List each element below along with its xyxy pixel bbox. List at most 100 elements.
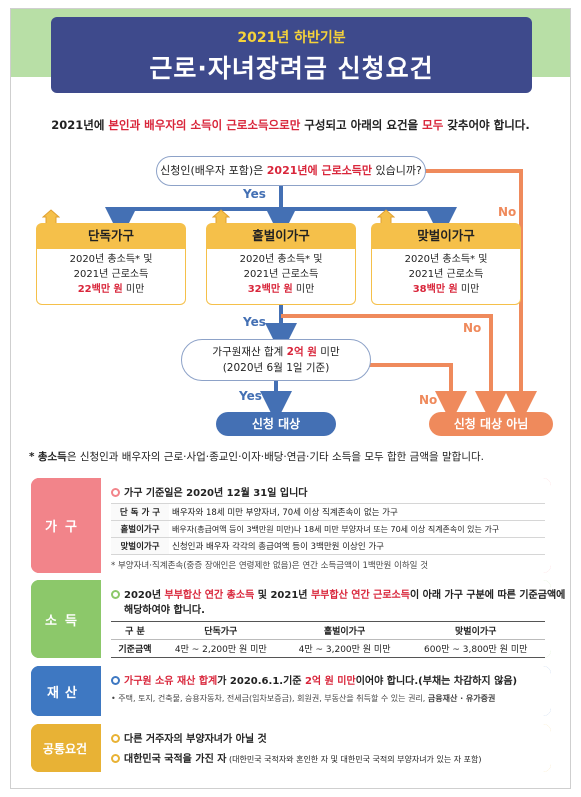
criteria-line: 2021년 근로소득 <box>73 269 149 280</box>
section-tag: 소득 <box>31 580 99 658</box>
household-base-date: 가구 기준일은 2020년 12월 31일 입니다 <box>124 488 308 499</box>
banner-title: 근로·자녀장려금 신청요건 <box>149 54 434 83</box>
common-requirements-section: 공통요건 다른 거주자의 부양자녀가 아닐 것 대한민국 국적을 가진 자 (대… <box>31 724 551 772</box>
bullet-icon <box>111 590 120 599</box>
row-key: 맞벌이가구 <box>111 537 169 555</box>
section-tag: 재산 <box>31 666 99 716</box>
flowchart-arrows <box>105 169 537 423</box>
bullet-icon <box>111 734 120 743</box>
criteria-amount: 38백만 원 <box>412 284 458 295</box>
banner-subtitle: 2021년 하반기분 <box>237 30 346 46</box>
section-content: 다른 거주자의 부양자녀가 아닐 것 대한민국 국적을 가진 자 (대한민국 국… <box>101 724 551 772</box>
household-box-single: 단독가구 2020년 총소득* 및 2021년 근로소득 22백만 원 미만 <box>36 209 186 305</box>
asset-part: 가구원재산 합계 <box>212 346 287 358</box>
footnote-star: * <box>29 451 35 463</box>
row-key: 홑벌이가구 <box>111 520 169 538</box>
result-not-eligible: 신청 대상 아님 <box>429 412 553 436</box>
question-part: 있습니까? <box>372 164 422 177</box>
table-row: 기준금액 4만 ~ 2,200만 원 미만 4만 ~ 3,200만 원 미만 6… <box>111 639 545 658</box>
income-text: 2020년 <box>124 590 165 601</box>
common-requirement-note: (대한민국 국적자와 혼인한 자 및 대한민국 국적의 부양자녀가 있는 자 포… <box>226 755 482 764</box>
asset-details-bold: 금융재산 · 유가증권 <box>427 694 496 703</box>
household-criteria: 2020년 총소득* 및 2021년 근로소득 38백만 원 미만 <box>371 249 521 305</box>
criteria-line: 2021년 근로소득 <box>243 269 319 280</box>
intro-part: 갖추어야 합니다. <box>443 118 530 132</box>
asset-text: 이어야 합니다.(부채는 차감하지 않음) <box>355 676 518 687</box>
question-part: 신청인(배우자 포함)은 <box>160 164 267 177</box>
total-income-footnote: * 총소득은 신청인과 배우자의 근로·사업·종교인·이자·배당·연금·기타 소… <box>29 449 484 464</box>
threshold-value: 4만 ~ 3,200만 원 미만 <box>282 639 407 658</box>
asset-part: 미만 <box>316 346 340 358</box>
criteria-line: 2020년 총소득* 및 <box>404 254 488 265</box>
asset-highlight: 2억 원 미만 <box>304 676 356 687</box>
asset-details: • 주택, 토지, 건축물, 승용자동차, 전세금(임차보증금), 회원권, 부… <box>111 694 428 703</box>
common-requirement: 대한민국 국적을 가진 자 <box>124 754 227 765</box>
criteria-amount: 22백만 원 <box>77 284 123 295</box>
section-tag: 가구 <box>31 478 99 573</box>
income-threshold-table: 구 분 단독가구 홑벌이가구 맞벌이가구 기준금액 4만 ~ 2,200만 원 … <box>111 621 545 658</box>
no-label: No <box>498 205 517 219</box>
criteria-suffix: 미만 <box>122 284 145 295</box>
household-note: * 부양자녀·직계존속(중증 장애인은 연령제한 없음)은 연간 소득금액이 1… <box>111 561 429 571</box>
yes-label: Yes <box>239 389 262 403</box>
section-content: 2020년 부부합산 연간 총소득 및 2021년 부부합산 연간 근로소득이 … <box>101 580 565 658</box>
intro-text: 2021년에 본인과 배우자의 소득이 근로소득으로만 구성되고 아래의 요건을… <box>11 117 570 133</box>
no-label: No <box>419 393 438 407</box>
criteria-suffix: 미만 <box>292 284 315 295</box>
asset-date: (2020년 6월 1일 기준) <box>222 362 330 374</box>
criteria-line: 2020년 총소득* 및 <box>239 254 323 265</box>
intro-part: 구성되고 아래의 요건을 <box>300 118 423 132</box>
intro-part: 2021년에 <box>51 118 109 132</box>
row-value: 배우자(총급여액 등이 3백만원 미만)나 18세 미만 부양자녀 또는 70세… <box>169 520 545 538</box>
bullet-icon <box>111 754 120 763</box>
threshold-value: 600만 ~ 3,800만 원 미만 <box>406 639 545 658</box>
result-eligible: 신청 대상 <box>216 412 336 436</box>
asset-highlight: 가구원 소유 재산 합계 <box>124 676 218 687</box>
household-name: 홑벌이가구 <box>206 223 356 249</box>
criteria-suffix: 미만 <box>457 284 480 295</box>
household-box-single-earner: 홑벌이가구 2020년 총소득* 및 2021년 근로소득 32백만 원 미만 <box>206 209 356 305</box>
section-tag: 공통요건 <box>31 724 99 772</box>
income-highlight: 부부합산 연간 총소득 <box>164 590 255 601</box>
column-header: 맞벌이가구 <box>406 621 545 640</box>
footnote-text: 은 신청인과 배우자의 근로·사업·종교인·이자·배당·연금·기타 소득을 모두… <box>66 451 484 463</box>
poster: 2021년 하반기분 근로·자녀장려금 신청요건 2021년에 본인과 배우자의… <box>10 8 571 789</box>
threshold-value: 4만 ~ 2,200만 원 미만 <box>158 639 283 658</box>
intro-highlight: 모두 <box>422 118 444 132</box>
row-label: 기준금액 <box>111 639 159 658</box>
row-value: 배우자와 18세 미만 부양자녀, 70세 이상 직계존속이 없는 가구 <box>169 503 545 521</box>
income-text: 이 아래 가구 구분에 따른 기준금액에 <box>409 590 566 601</box>
yes-label: Yes <box>243 187 266 201</box>
bullet-icon <box>111 676 120 685</box>
income-highlight: 부부합산 연간 근로소득 <box>310 590 410 601</box>
asset-text: 가 2020.6.1.기준 <box>217 676 305 687</box>
income-section: 소득 2020년 부부합산 연간 총소득 및 2021년 부부합산 연간 근로소… <box>31 580 565 658</box>
footnote-term: 총소득 <box>37 451 67 463</box>
asset-highlight: 2억 원 <box>286 346 317 358</box>
title-banner: 2021년 하반기분 근로·자녀장려금 신청요건 <box>51 17 532 93</box>
row-key: 단 독 가 구 <box>111 503 169 521</box>
table-header-row: 구 분 단독가구 홑벌이가구 맞벌이가구 <box>111 621 545 640</box>
column-header: 구 분 <box>111 621 159 640</box>
household-box-dual-earner: 맞벌이가구 2020년 총소득* 및 2021년 근로소득 38백만 원 미만 <box>371 209 521 305</box>
household-criteria: 2020년 총소득* 및 2021년 근로소득 22백만 원 미만 <box>36 249 186 305</box>
row-value: 신청인과 배우자 각각의 총급여액 등이 3백만원 이상인 가구 <box>169 537 545 555</box>
no-label: No <box>463 321 482 335</box>
bullet-icon <box>111 488 120 497</box>
income-text-continued: 해당하여야 합니다. <box>124 605 205 616</box>
column-header: 홑벌이가구 <box>282 621 407 640</box>
asset-section: 재산 가구원 소유 재산 합계가 2020.6.1.기준 2억 원 미만이어야 … <box>31 666 551 716</box>
yes-label: Yes <box>243 315 266 329</box>
income-text: 및 2021년 <box>254 590 311 601</box>
income-question: 신청인(배우자 포함)은 2021년에 근로소득만 있습니까? <box>156 156 426 186</box>
household-name: 맞벌이가구 <box>371 223 521 249</box>
common-requirement: 다른 거주자의 부양자녀가 아닐 것 <box>124 734 267 745</box>
criteria-line: 2020년 총소득* 및 <box>69 254 153 265</box>
question-highlight: 2021년에 근로소득만 <box>266 164 373 177</box>
criteria-amount: 32백만 원 <box>247 284 293 295</box>
